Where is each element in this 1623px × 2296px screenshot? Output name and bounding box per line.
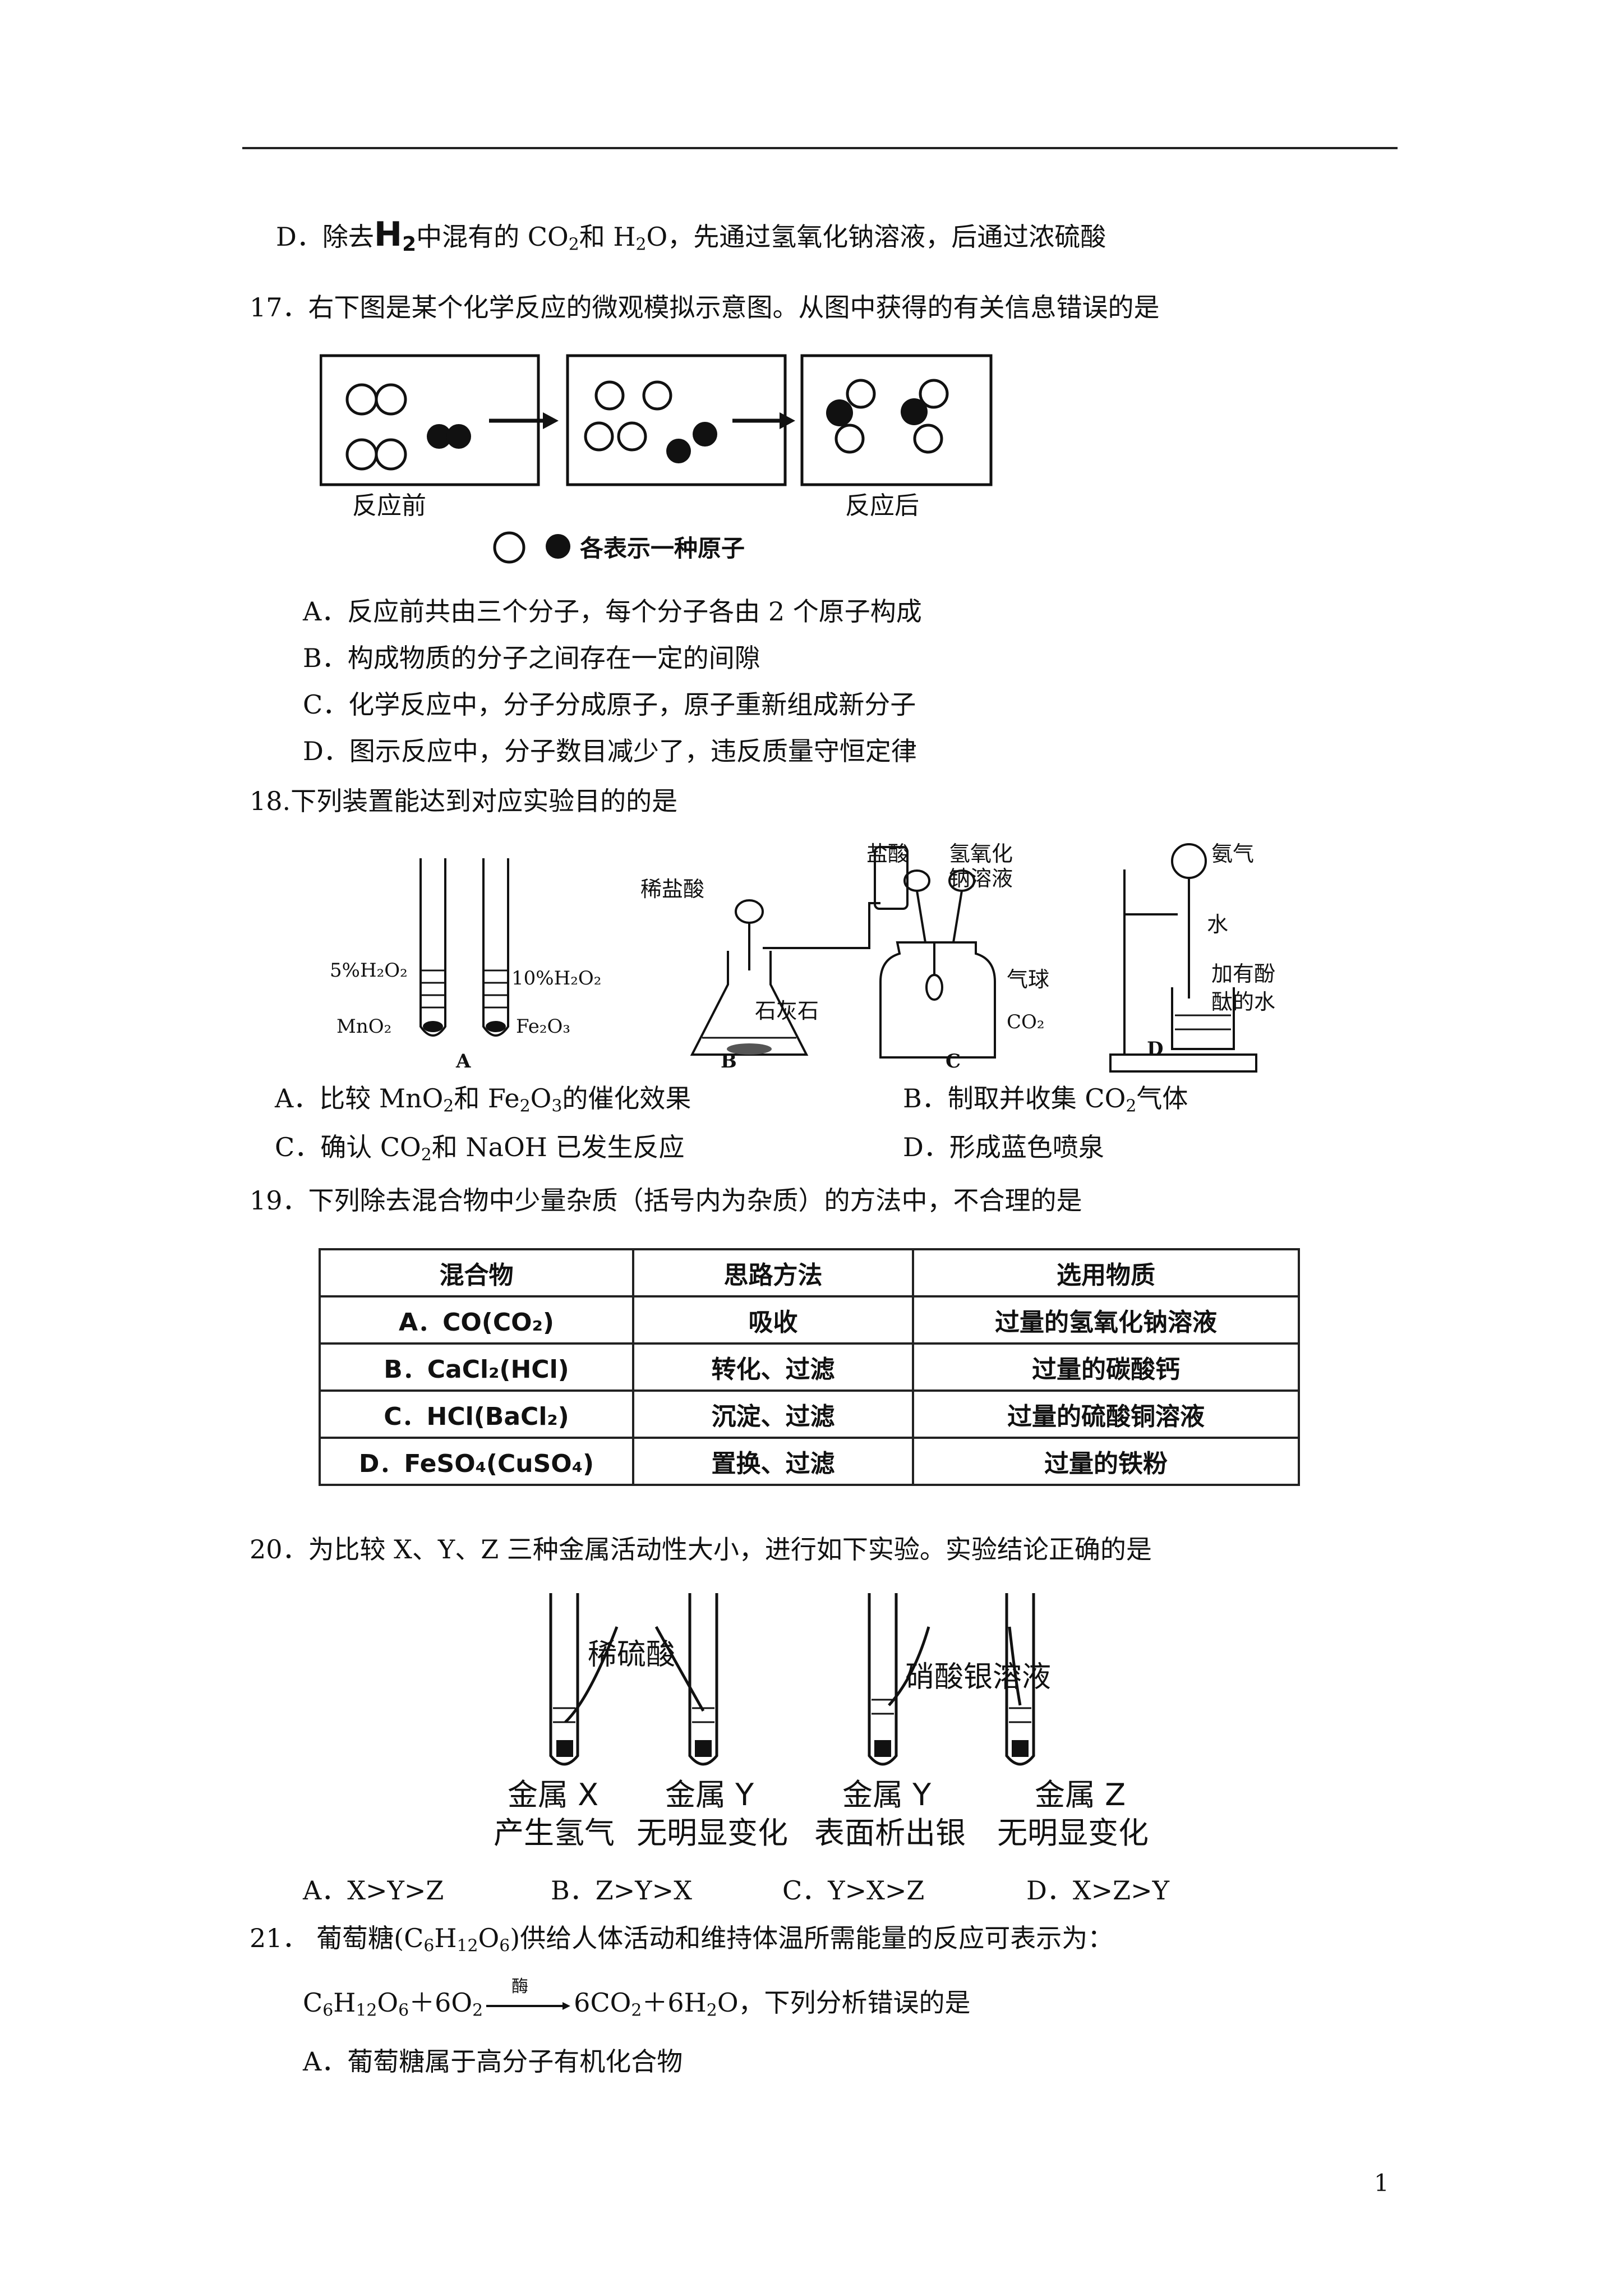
q17-option-b: B．构成物质的分子之间存在一定的间隙	[303, 643, 760, 673]
q18-option-c: C．确认 CO2和 NaOH 已发生反应	[275, 1132, 685, 1165]
cell-method: 转化、过滤	[632, 1342, 914, 1392]
table-row: C．HCl(BaCl₂) 沉淀、过滤 过量的硫酸铜溶液	[319, 1389, 1300, 1439]
cell-method: 置换、过滤	[632, 1437, 914, 1486]
q18-figure	[419, 843, 1257, 1073]
q18-b-acid: 稀盐酸	[640, 877, 705, 901]
q17-figure	[320, 354, 993, 564]
after-box	[800, 354, 993, 486]
q18-a-left-conc: 5%H₂O₂	[330, 959, 408, 982]
tube-1	[549, 1593, 579, 1766]
header-rule	[242, 147, 1398, 149]
q20-tube4-result: 无明显变化	[997, 1815, 1149, 1851]
q20-option-c: C．Y>X>Z	[782, 1875, 925, 1906]
bottle-c	[879, 941, 996, 1059]
q18-c-balloon: 气球	[1007, 967, 1050, 992]
cell-mixture: A．CO(CO₂)	[319, 1295, 634, 1345]
q18-d-water: 水	[1207, 912, 1229, 937]
q17-option-a: A．反应前共由三个分子，每个分子各由 2 个原子构成	[303, 596, 922, 627]
arrow-icon	[486, 2002, 571, 2010]
q20-option-b: B．Z>Y>X	[551, 1875, 692, 1906]
q20-acid-label: 稀硫酸	[588, 1638, 676, 1672]
q17-before-label: 反应前	[352, 491, 426, 520]
table-row: A．CO(CO₂) 吸收 过量的氢氧化钠溶液	[319, 1295, 1300, 1345]
q19-stem: 19．下列除去混合物中少量杂质（括号内为杂质）的方法中，不合理的是	[250, 1185, 1082, 1216]
q20-tube2-result: 无明显变化	[637, 1815, 788, 1851]
q17-after-label: 反应后	[845, 491, 919, 520]
q18-option-d: D．形成蓝色喷泉	[903, 1132, 1104, 1162]
q18-a-right-cat: Fe₂O₃	[516, 1015, 570, 1038]
cell-reagent: 过量的碳酸钙	[912, 1342, 1300, 1392]
q20-figure	[549, 1593, 1035, 1766]
tube-a-left	[419, 858, 446, 1037]
cell-mixture: C．HCl(BaCl₂)	[319, 1389, 634, 1439]
q16-option-d: D．除去H2中混有的 CO2和 H2O，先通过氢氧化钠溶液，后通过浓硫酸	[276, 215, 1106, 256]
q18-d-liquid-line1: 加有酚	[1211, 961, 1276, 986]
q17-option-c: C．化学反应中，分子分成原子，原子重新组成新分子	[303, 689, 916, 720]
reaction-arrow: 酶	[486, 1977, 571, 2012]
q21-option-a: A．葡萄糖属于高分子有机化合物	[303, 2046, 683, 2077]
q18-a-right-conc: 10%H₂O₂	[511, 967, 602, 990]
q18-d-gas: 氨气	[1211, 841, 1255, 866]
q18-d-letter: D	[1147, 1038, 1164, 1060]
q18-c-base-line1: 氢氧化	[949, 841, 1013, 866]
table-row: D．FeSO₄(CuSO₄) 置换、过滤 过量的铁粉	[319, 1437, 1300, 1486]
q20-tube4-metal: 金属 Z	[1035, 1777, 1126, 1812]
q20-tube1-result: 产生氢气	[494, 1815, 615, 1851]
q20-stem: 20．为比较 X、Y、Z 三种金属活动性大小，进行如下实验。实验结论正确的是	[250, 1534, 1152, 1565]
tube-2	[688, 1593, 718, 1766]
q20-tube2-metal: 金属 Y	[665, 1777, 754, 1812]
cell-reagent: 过量的硫酸铜溶液	[912, 1389, 1300, 1439]
table-row: B．CaCl₂(HCl) 转化、过滤 过量的碳酸钙	[319, 1342, 1300, 1392]
header-method: 思路方法	[632, 1248, 914, 1297]
q18-c-gas: CO₂	[1007, 1011, 1045, 1033]
q20-tube1-metal: 金属 X	[508, 1777, 599, 1812]
cell-method: 吸收	[632, 1295, 914, 1345]
enzyme-label: 酶	[511, 1977, 529, 1996]
q18-option-a: A．比较 MnO2和 Fe2O3的催化效果	[275, 1083, 691, 1116]
tube-4	[1005, 1593, 1035, 1766]
cell-mixture: D．FeSO₄(CuSO₄)	[319, 1437, 634, 1486]
q17-legend-text: 各表示一种原子	[580, 535, 745, 562]
q18-a-left-cat: MnO₂	[336, 1015, 392, 1038]
q20-option-d: D．X>Z>Y	[1026, 1875, 1170, 1906]
q18-b-letter: B	[721, 1050, 737, 1073]
q20-salt-label: 硝酸银溶液	[905, 1660, 1052, 1694]
q18-stem: 18.下列装置能达到对应实验目的的是	[250, 786, 678, 816]
tube-3	[868, 1593, 898, 1766]
tube-a-right	[482, 858, 509, 1037]
q18-option-b: B．制取并收集 CO2气体	[903, 1083, 1188, 1116]
q18-b-solid: 石灰石	[755, 999, 819, 1023]
q20-tube3-metal: 金属 Y	[842, 1777, 932, 1812]
q18-d-liquid-line2: 酞的水	[1211, 990, 1276, 1014]
q21-stem: 21． 葡萄糖(C6H12O6)供给人体活动和维持体温所需能量的反应可表示为：	[250, 1923, 1114, 1956]
q17-stem: 17．右下图是某个化学反应的微观模拟示意图。从图中获得的有关信息错误的是	[250, 292, 1160, 323]
q18-c-base-line2: 钠溶液	[949, 866, 1013, 891]
q20-option-a: A．X>Y>Z	[303, 1875, 444, 1906]
q17-option-d: D．图示反应中，分子数目减少了，违反质量守恒定律	[303, 736, 917, 766]
cell-reagent: 过量的氢氧化钠溶液	[912, 1295, 1300, 1345]
q18-c-letter: C	[946, 1050, 961, 1073]
header-mixture: 混合物	[319, 1248, 634, 1297]
cell-reagent: 过量的铁粉	[912, 1437, 1300, 1486]
page-number: 1	[1374, 2169, 1389, 2197]
header-reagent: 选用物质	[912, 1248, 1300, 1297]
table-header-row: 混合物 思路方法 选用物质	[319, 1248, 1300, 1297]
q18-a-letter: A	[456, 1050, 471, 1073]
cell-method: 沉淀、过滤	[632, 1389, 914, 1439]
q20-tube3-result: 表面析出银	[814, 1815, 966, 1851]
q19-table: 混合物 思路方法 选用物质 A．CO(CO₂) 吸收 过量的氢氧化钠溶液 B．C…	[319, 1248, 1300, 1486]
cell-mixture: B．CaCl₂(HCl)	[319, 1342, 634, 1392]
q18-c-acid: 盐酸	[866, 841, 910, 866]
